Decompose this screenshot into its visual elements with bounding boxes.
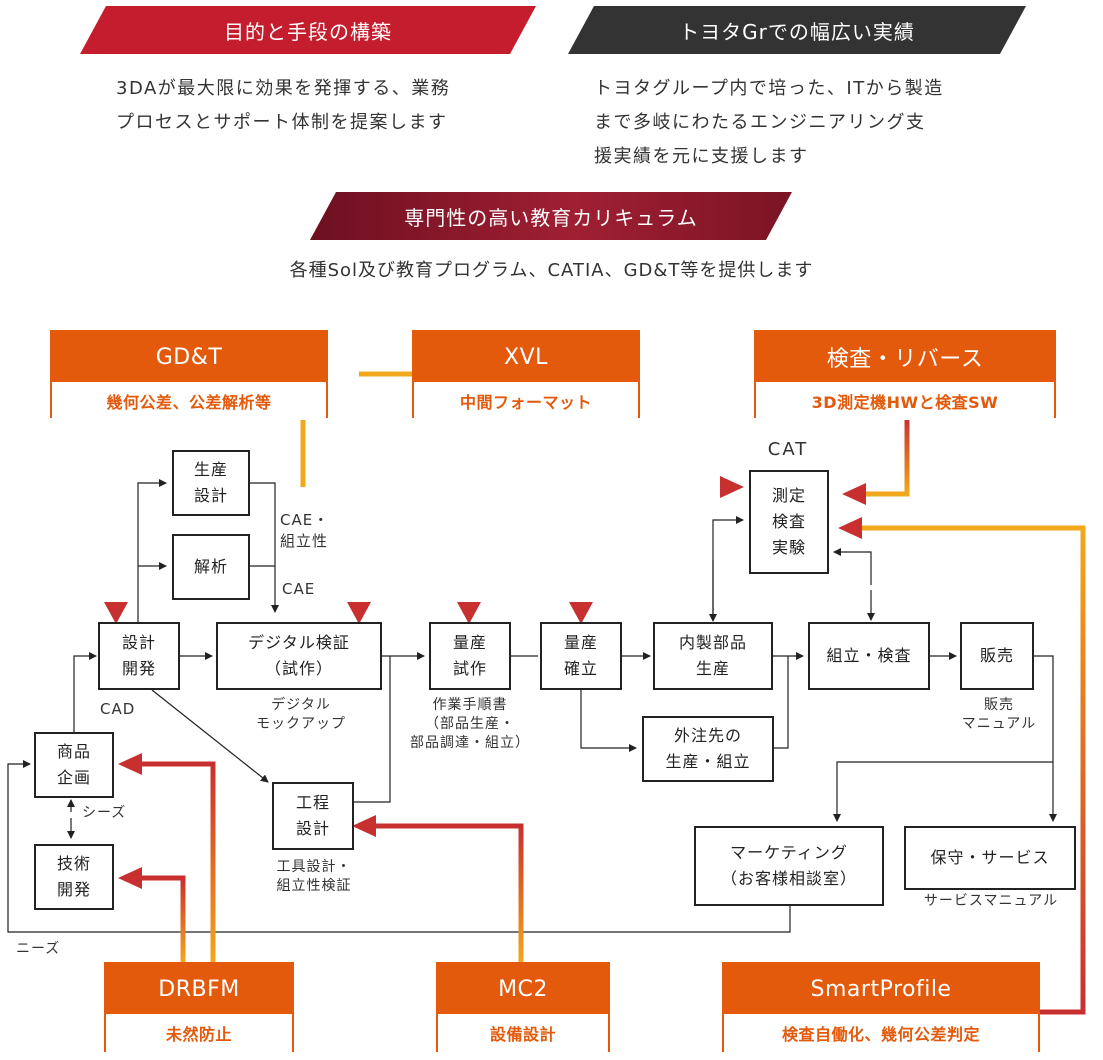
product-xvl-name: XVL	[414, 332, 638, 382]
product-inspection-desc: 3D測定機HWと検査SW	[756, 382, 1054, 420]
goal-line: 3DAが最大限に効果を発揮する、業務	[116, 78, 451, 99]
box-marketing: マーケティング （お客様相談室）	[694, 826, 884, 906]
goal-line: プロセスとサポート体制を提案します	[116, 112, 448, 133]
box-process-design: 工程 設計	[272, 782, 354, 850]
product-inspection[interactable]: 検査・リバース 3D測定機HWと検査SW	[754, 330, 1056, 420]
box-product-planning: 商品 企画	[34, 732, 114, 798]
label-digital-mockup: デジタル モックアップ	[256, 697, 346, 732]
education-banner: 専門性の高い教育カリキュラム	[310, 192, 792, 240]
product-xvl[interactable]: XVL 中間フォーマット	[412, 330, 640, 420]
toyota-line: トヨタグループ内で培った、ITから製造	[594, 78, 944, 99]
toyota-line: 援実績を元に支援します	[594, 146, 809, 167]
product-drbfm[interactable]: DRBFM 未然防止	[104, 962, 294, 1052]
box-maintenance: 保守・サービス	[904, 826, 1076, 890]
toyota-banner-title: トヨタGrでの幅広い実績	[679, 19, 915, 44]
product-gdt[interactable]: GD&T 幾何公差、公差解析等	[50, 330, 328, 420]
box-digital-verification: デジタル検証 （試作）	[216, 622, 382, 690]
product-mc2-desc: 設備設計	[438, 1014, 608, 1052]
product-gdt-name: GD&T	[52, 332, 326, 382]
box-inhouse-parts: 内製部品 生産	[653, 622, 773, 690]
goal-description: 3DAが最大限に効果を発揮する、業務 プロセスとサポート体制を提案します	[116, 72, 450, 140]
label-needs: ニーズ	[16, 941, 61, 957]
label-cae: CAE	[282, 580, 316, 598]
label-work-instructions: 作業手順書 （部品生産・ 部品調達・組立）	[410, 697, 530, 751]
toyota-description: トヨタグループ内で培った、ITから製造 まで多岐にわたるエンジニアリング支 援実…	[594, 72, 944, 174]
box-design-dev: 設計 開発	[98, 622, 180, 690]
box-sales: 販売	[960, 622, 1034, 690]
box-outsourced: 外注先の 生産・組立	[642, 716, 774, 782]
label-sales-manual: 販売 マニュアル	[961, 697, 1037, 732]
product-drbfm-desc: 未然防止	[106, 1014, 292, 1052]
product-smartprofile-name: SmartProfile	[724, 964, 1038, 1014]
product-gdt-desc: 幾何公差、公差解析等	[52, 382, 326, 420]
box-mass-establish: 量産 確立	[540, 622, 622, 690]
product-smartprofile-desc: 検査自働化、幾何公差判定	[724, 1014, 1038, 1052]
product-drbfm-name: DRBFM	[106, 964, 292, 1014]
product-mc2-name: MC2	[438, 964, 608, 1014]
box-assembly-inspection: 組立・検査	[808, 622, 930, 690]
box-analysis: 解析	[172, 534, 250, 600]
toyota-banner: トヨタGrでの幅広い実績	[568, 6, 1026, 54]
education-description: 各種Sol及び教育プログラム、CATIA、GD&T等を提供します	[0, 254, 1103, 288]
box-measurement: 測定 検査 実験	[749, 470, 829, 574]
box-production-design: 生産 設計	[172, 450, 250, 516]
label-cae-assembly: CAE・ 組立性	[280, 511, 330, 550]
label-tool-design: 工具設計・ 組立性検証	[276, 859, 352, 894]
box-tech-dev: 技術 開発	[34, 844, 114, 910]
label-seeds: シーズ	[82, 805, 127, 821]
label-service-manual: サービスマニュアル	[923, 893, 1059, 909]
toyota-line: まで多岐にわたるエンジニアリング支	[594, 112, 926, 133]
product-xvl-desc: 中間フォーマット	[414, 382, 638, 420]
education-line: 各種Sol及び教育プログラム、CATIA、GD&T等を提供します	[289, 260, 814, 281]
label-cat: CAT	[767, 439, 809, 460]
goal-banner: 目的と手段の構築	[80, 6, 536, 54]
product-smartprofile[interactable]: SmartProfile 検査自働化、幾何公差判定	[722, 962, 1040, 1052]
goal-banner-title: 目的と手段の構築	[224, 19, 392, 44]
box-mass-trial: 量産 試作	[429, 622, 511, 690]
product-mc2[interactable]: MC2 設備設計	[436, 962, 610, 1052]
product-inspection-name: 検査・リバース	[756, 332, 1054, 382]
label-cad: CAD	[100, 700, 136, 718]
education-banner-title: 専門性の高い教育カリキュラム	[404, 205, 698, 230]
